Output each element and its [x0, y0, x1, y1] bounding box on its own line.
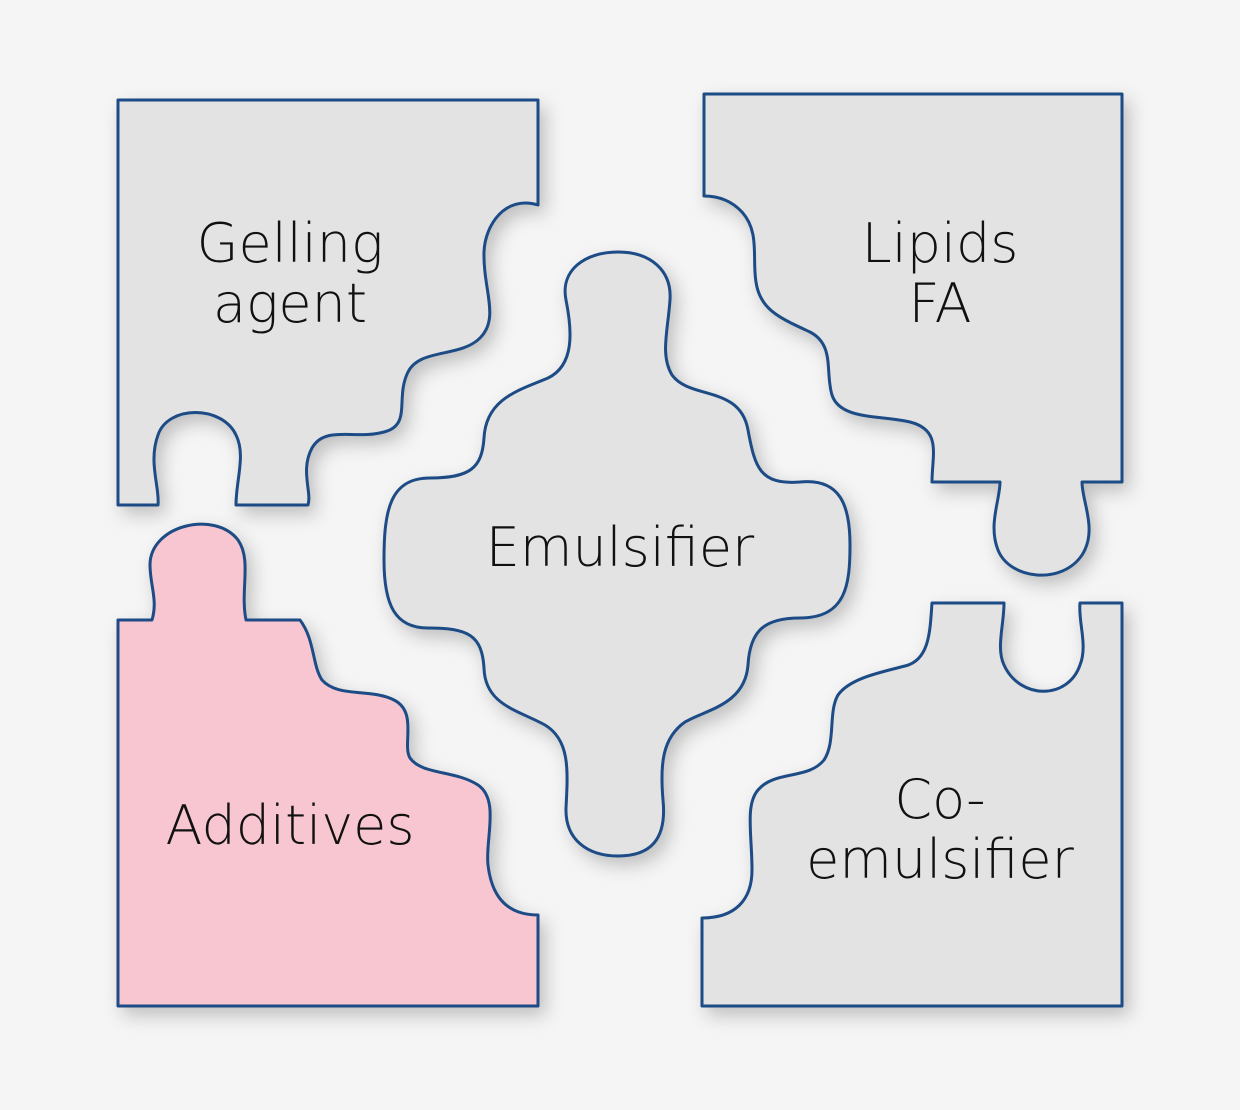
co-emulsifier-shape [700, 601, 1124, 1008]
emulsifier-shape [382, 250, 852, 858]
gelling-agent-shape [116, 98, 540, 507]
gelling-agent-label-line1: Gelling [197, 212, 384, 275]
gelling-agent-label-line2: agent [213, 272, 367, 335]
lipids-fa-label-line2: FA [908, 272, 971, 335]
lipids-fa-shape [702, 92, 1124, 577]
piece-lipids-fa: Lipids FA [702, 92, 1124, 577]
piece-emulsifier: Emulsifier [382, 250, 852, 858]
emulsifier-label: Emulsifier [486, 516, 755, 579]
piece-co-emulsifier: Co- emulsifier [700, 601, 1124, 1008]
piece-additives: Additives [116, 522, 540, 1008]
lipids-fa-label-line1: Lipids [862, 212, 1019, 275]
additives-label: Additives [165, 794, 414, 857]
co-emulsifier-label-line2: emulsifier [806, 828, 1074, 891]
co-emulsifier-label-line1: Co- [894, 768, 985, 831]
additives-shape [116, 522, 540, 1008]
piece-gelling-agent: Gelling agent [116, 98, 540, 507]
